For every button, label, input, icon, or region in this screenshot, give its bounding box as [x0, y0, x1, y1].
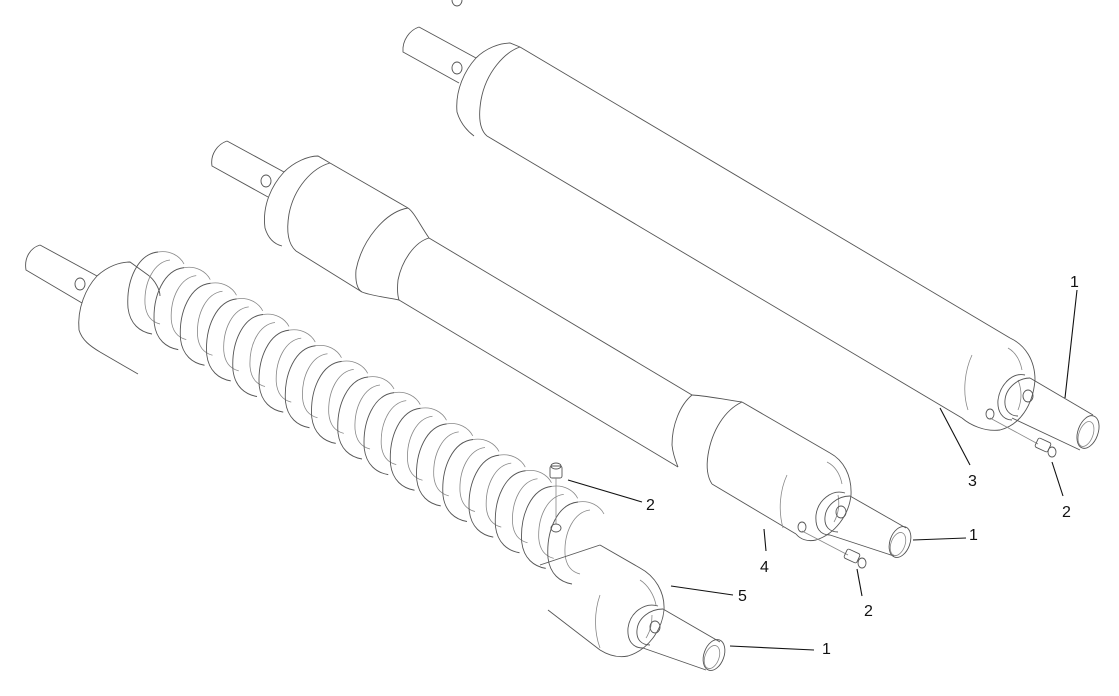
grooved-roller [25, 244, 726, 671]
callout-1-smooth-shaft: 1 [1070, 274, 1079, 291]
tapered-roller [211, 140, 912, 569]
callout-2-tapered-grease-fitting: 2 [864, 603, 873, 620]
callout-3-smooth-roller: 3 [968, 473, 977, 490]
callout-5-grooved-roller: 5 [738, 588, 747, 605]
callout-2-smooth-grease-fitting: 2 [1062, 504, 1071, 521]
roller-grooves [127, 251, 605, 585]
leader-lines [567, 289, 1078, 651]
smooth-roller [402, 0, 1100, 458]
callout-2-grooved-grease-fitting: 2 [646, 497, 655, 514]
callout-4-tapered-roller: 4 [760, 559, 769, 576]
grease-fitting-icon [843, 548, 867, 569]
grease-fitting-icon [1034, 437, 1057, 458]
grease-fitting-icon [549, 462, 563, 533]
callout-1-grooved-shaft: 1 [822, 641, 831, 658]
callout-1-tapered-shaft: 1 [969, 527, 978, 544]
